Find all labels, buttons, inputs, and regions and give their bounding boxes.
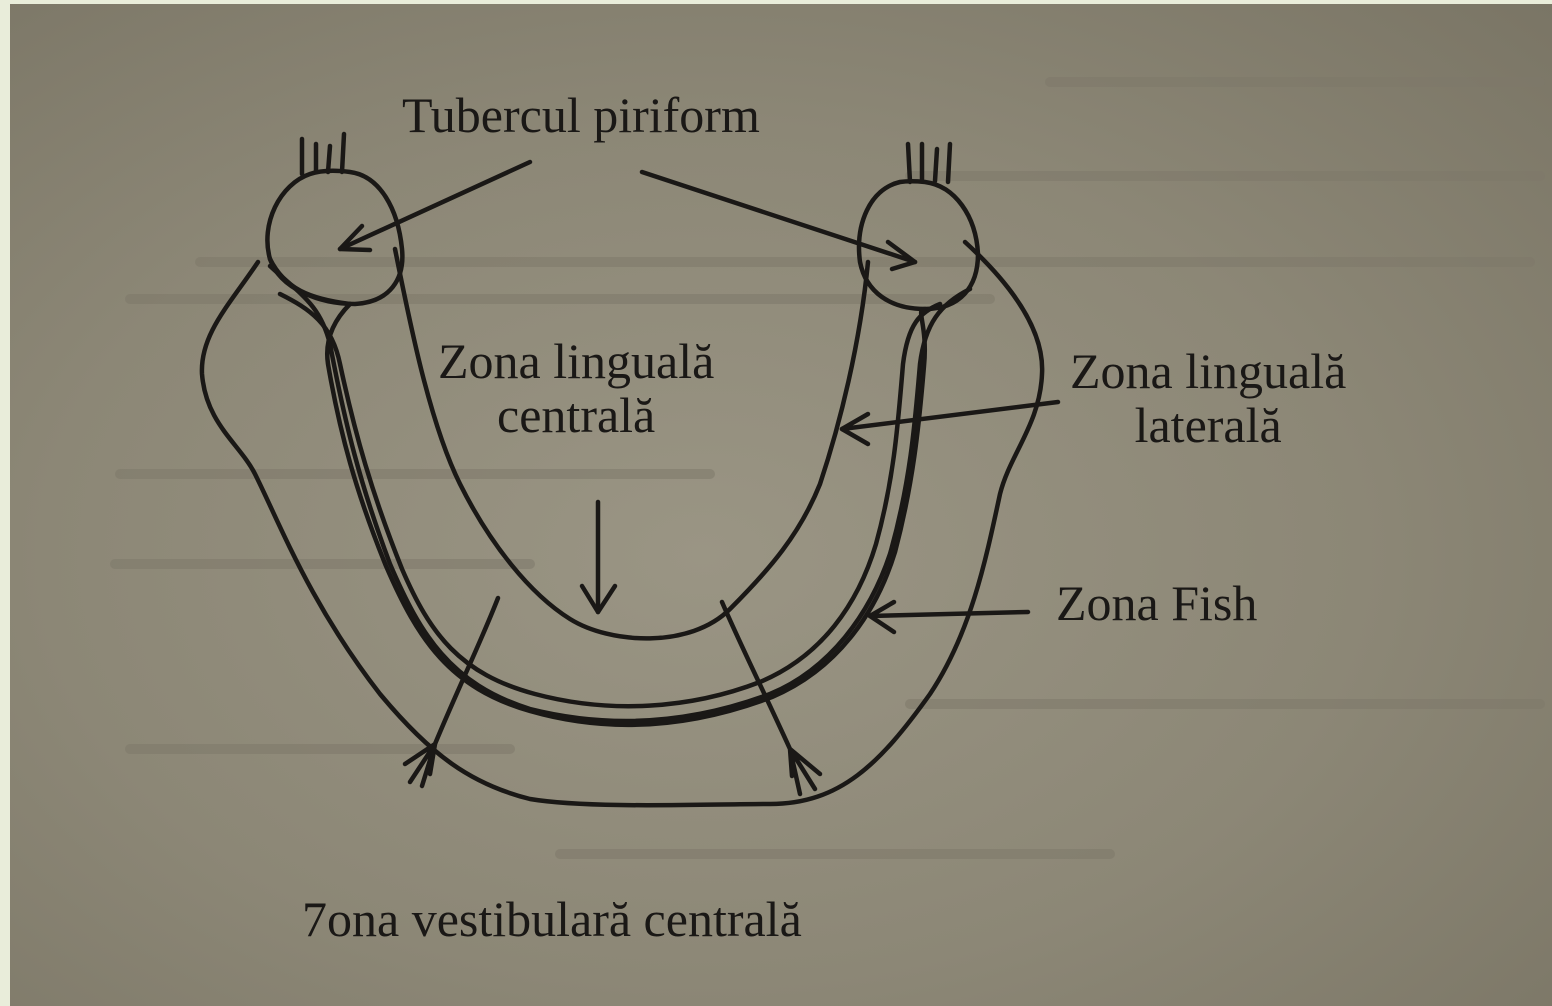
- mandibular-arch-diagram: [10, 4, 1552, 1006]
- arch-inner-outline: [395, 249, 868, 638]
- arrow-fish-shaft: [870, 612, 1028, 616]
- left-pad-fibers: [302, 134, 344, 174]
- label-zona-linguala-laterala: Zona linguală laterală: [1070, 344, 1346, 452]
- label-zona-linguala-centrala: Zona linguală centrală: [438, 334, 714, 442]
- label-zona-vestibulara-centrala: 7ona vestibulară centrală: [302, 892, 802, 946]
- book-page-photo: Tubercul piriform Zona linguală centrală…: [10, 4, 1552, 1006]
- label-tubercul-piriform: Tubercul piriform: [402, 88, 760, 142]
- right-pad-fibers: [908, 144, 950, 182]
- arrow-lateral-shaft: [842, 402, 1058, 429]
- label-zona-fish: Zona Fish: [1056, 576, 1257, 630]
- right-piriform-pad: [859, 181, 978, 309]
- arrow-tubercul-right-shaft: [642, 172, 915, 262]
- arrow-tubercul-left-shaft: [340, 162, 530, 249]
